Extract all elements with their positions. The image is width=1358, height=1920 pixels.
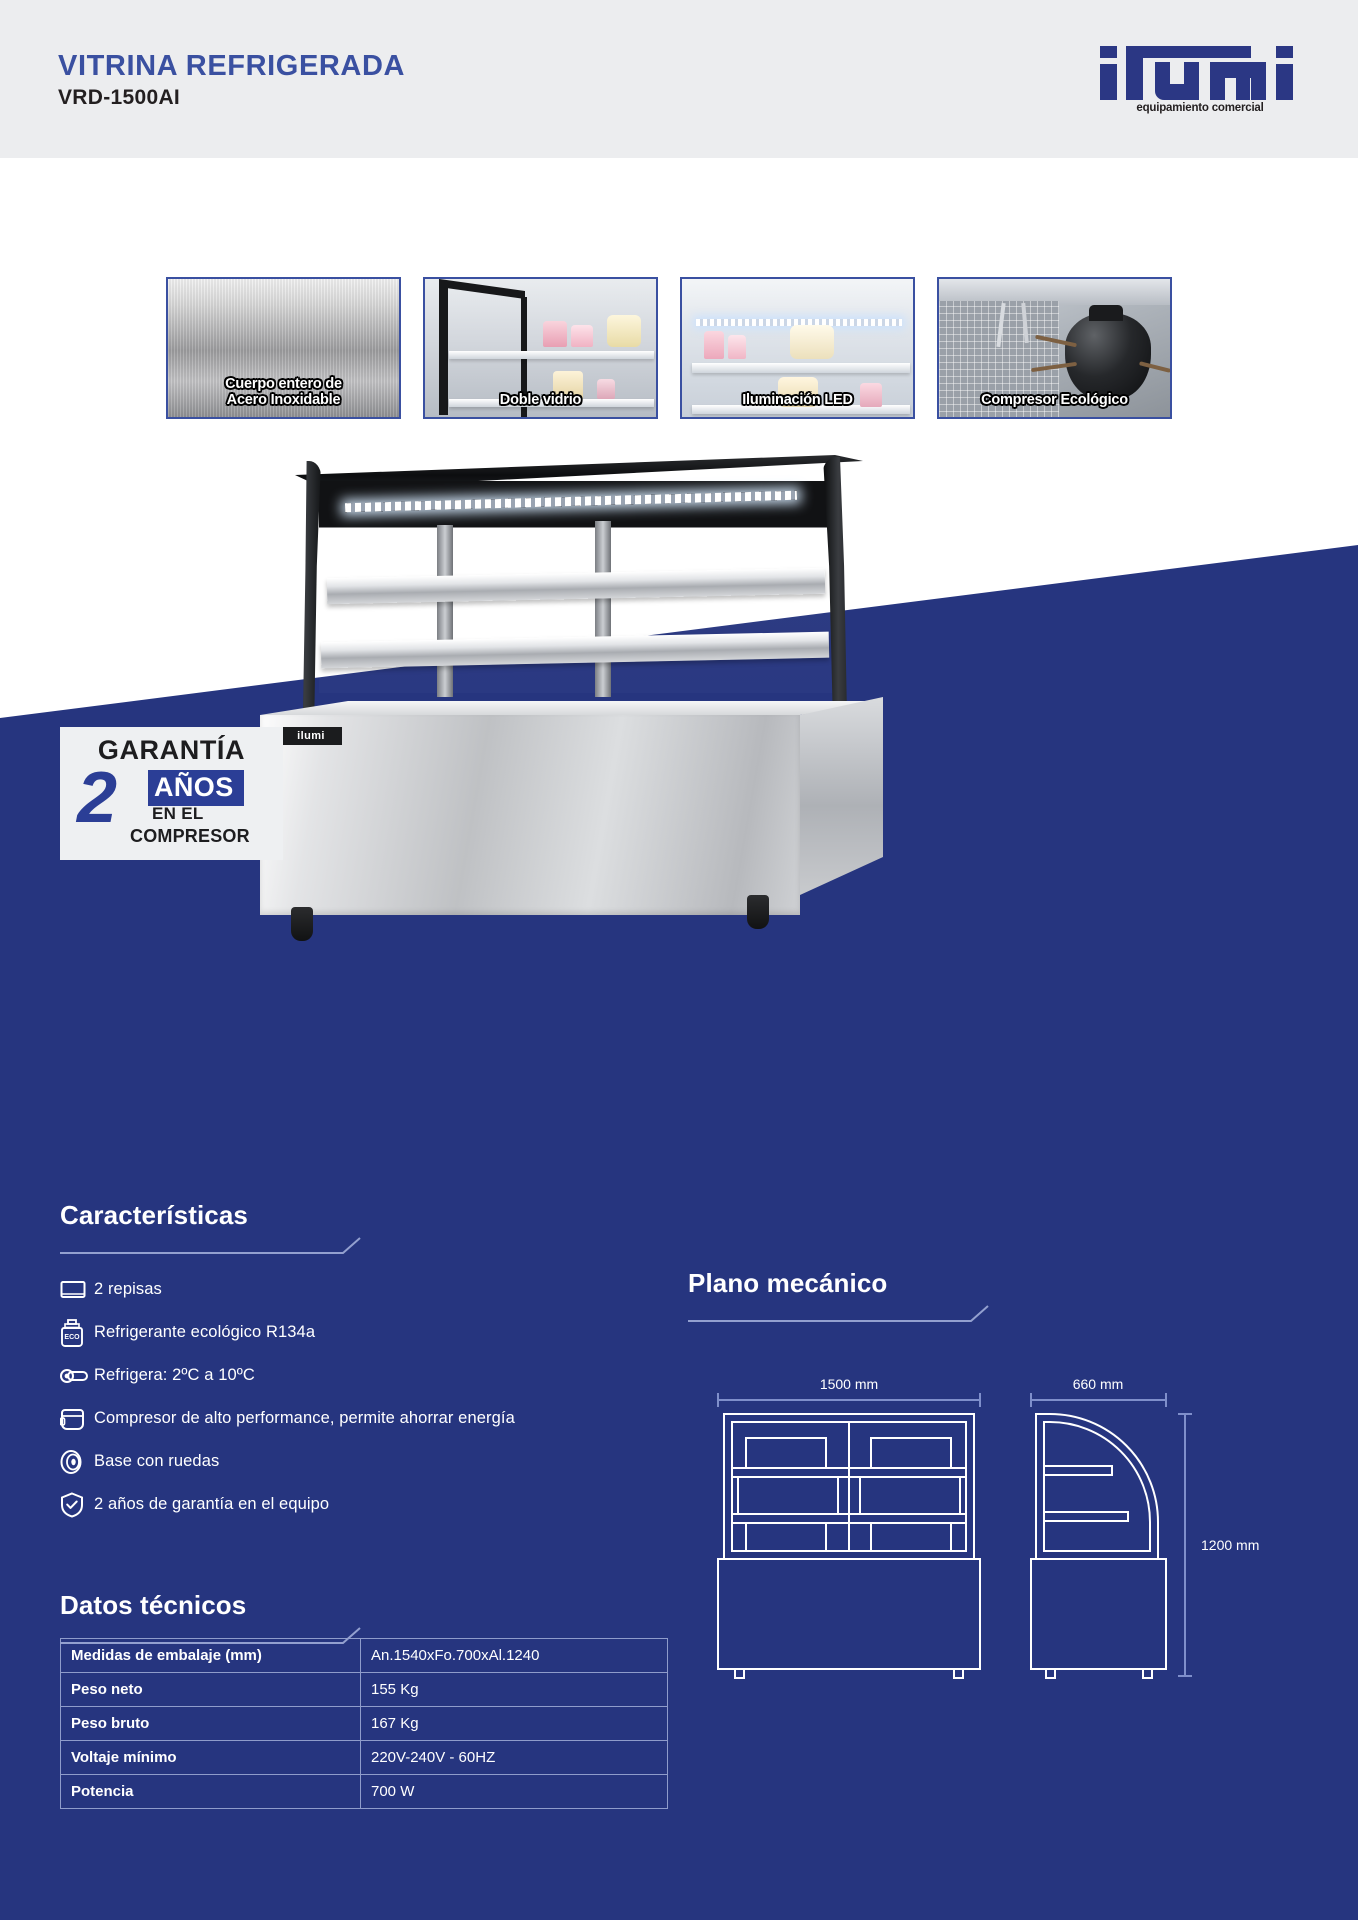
- feature-item: Refrigera: 2ºC a 10ºC: [60, 1354, 680, 1397]
- page-header: VITRINA REFRIGERADA VRD-1500AI: [0, 0, 1358, 158]
- feature-label: 2 años de garantía en el equipo: [94, 1495, 330, 1513]
- case-back-post: [595, 521, 611, 697]
- heading-rule: [60, 1627, 380, 1649]
- wheel-icon: [60, 1449, 94, 1475]
- page-title: VITRINA REFRIGERADA: [58, 50, 406, 82]
- thumbnail-eco-compressor: Compresor Ecológico: [937, 277, 1172, 419]
- shelf-icon: [60, 1279, 94, 1301]
- warranty-years-label: AÑOS: [148, 770, 244, 806]
- spec-key: Potencia: [60, 1774, 361, 1809]
- warranty-scope-prefix: EN EL: [152, 804, 204, 823]
- heading-rule: [60, 1237, 380, 1259]
- cabinet-side-panel: [800, 697, 883, 895]
- cabinet-brand-plate: ilumi: [280, 727, 342, 745]
- cabinet-top-surface: [260, 701, 883, 715]
- thumbnail-stainless-steel: Cuerpo entero de Acero Inoxidable: [166, 277, 401, 419]
- thumbnail-caption: Doble vidrio: [499, 392, 582, 409]
- svg-text:ECO: ECO: [64, 1334, 80, 1341]
- thumbnail-caption: Iluminación LED: [742, 392, 853, 409]
- warranty-scope-target: COMPRESOR: [130, 826, 250, 846]
- shield-check-icon: [60, 1491, 94, 1518]
- warranty-title: GARANTÍA: [97, 735, 246, 765]
- feature-item: 2 años de garantía en el equipo: [60, 1483, 680, 1526]
- product-model-number: VRD-1500AI: [58, 86, 181, 110]
- mechanical-drawing-svg: 1500 mm 660 mm 1200 mm: [717, 1376, 1259, 1679]
- spec-key: Peso bruto: [60, 1706, 361, 1741]
- stainless-steel-texture-icon: [168, 279, 399, 417]
- eco-refrigerant-icon: ECO: [60, 1318, 94, 1347]
- feature-label: 2 repisas: [94, 1280, 162, 1298]
- thumbnail-caption: Compresor Ecológico: [981, 392, 1128, 409]
- heading-rule-icon: [688, 1305, 989, 1322]
- ilumi-logotype-icon: [1100, 40, 1300, 100]
- caster-wheel: [291, 907, 313, 941]
- thermometer-icon: [60, 1367, 94, 1385]
- features-heading-block: Características: [60, 1200, 380, 1259]
- display-case-glass-section: [277, 455, 877, 717]
- plano-heading: Plano mecánico: [688, 1268, 888, 1298]
- warranty-body: 2 AÑOS EN EL COMPRESOR: [60, 762, 283, 846]
- feature-label: Base con ruedas: [94, 1452, 220, 1470]
- brand-logo: equipamiento comercial: [1100, 40, 1300, 122]
- tech-specs-table: Medidas de embalaje (mm) An.1540xFo.700x…: [60, 1638, 668, 1809]
- tech-heading: Datos técnicos: [60, 1590, 247, 1620]
- feature-item: Base con ruedas: [60, 1440, 680, 1483]
- feature-label: Refrigerante ecológico R134a: [94, 1323, 316, 1341]
- led-lighting-photo-icon: [682, 279, 913, 417]
- heading-rule: [688, 1305, 1008, 1327]
- product-photo: ilumi: [255, 455, 1055, 941]
- spec-value: 155 Kg: [360, 1672, 668, 1707]
- thumbnail-led-lighting: Iluminación LED: [680, 277, 915, 419]
- table-row: Voltaje mínimo 220V-240V - 60HZ: [60, 1740, 668, 1775]
- table-row: Peso bruto 167 Kg: [60, 1706, 668, 1741]
- eco-compressor-photo-icon: [939, 279, 1170, 417]
- plano-heading-block: Plano mecánico: [688, 1268, 1008, 1327]
- dim-height-label: 1200 mm: [1201, 1537, 1259, 1553]
- feature-label: Refrigera: 2ºC a 10ºC: [94, 1366, 255, 1384]
- caster-wheel: [747, 895, 769, 929]
- spec-value: 220V-240V - 60HZ: [360, 1740, 668, 1775]
- dim-width-label: 1500 mm: [820, 1376, 878, 1392]
- thumbnail-caption-line1: Cuerpo entero de: [225, 375, 342, 392]
- case-left-pillar: [303, 461, 321, 711]
- table-row: Peso neto 155 Kg: [60, 1672, 668, 1707]
- thumbnail-caption: Cuerpo entero de Acero Inoxidable: [168, 376, 399, 409]
- double-glass-photo-icon: [425, 279, 656, 417]
- thumbnail-double-glass: Doble vidrio: [423, 277, 658, 419]
- table-row: Potencia 700 W: [60, 1774, 668, 1809]
- heading-rule-icon: [60, 1237, 361, 1254]
- warranty-badge: GARANTÍA 2 AÑOS EN EL COMPRESOR: [60, 727, 283, 860]
- feature-item: 2 repisas: [60, 1268, 680, 1311]
- warranty-years-number: 2: [77, 758, 118, 838]
- feature-label: Compresor de alto performance, permite a…: [94, 1409, 515, 1427]
- spec-key: Voltaje mínimo: [60, 1740, 361, 1775]
- case-back-post: [437, 525, 453, 697]
- heading-rule-icon: [60, 1627, 361, 1644]
- feature-item: ECO Refrigerante ecológico R134a: [60, 1311, 680, 1354]
- tech-specs-block: Datos técnicos Medidas de embalaje (mm) …: [60, 1590, 680, 1809]
- header-titles: VITRINA REFRIGERADA VRD-1500AI: [58, 50, 405, 110]
- dim-depth-label: 660 mm: [1073, 1376, 1124, 1392]
- spec-value: 167 Kg: [360, 1706, 668, 1741]
- tech-heading-block: Datos técnicos: [60, 1590, 380, 1649]
- feature-item: Compresor de alto performance, permite a…: [60, 1397, 680, 1440]
- spec-value: 700 W: [360, 1774, 668, 1809]
- spec-value: An.1540xFo.700xAl.1240: [360, 1638, 668, 1673]
- features-heading: Características: [60, 1200, 248, 1230]
- thumbnail-caption-line2: Acero Inoxidable: [226, 392, 341, 409]
- brand-tagline: equipamiento comercial: [1136, 102, 1264, 114]
- features-list: 2 repisas ECO Refrigerante ecológico R13…: [60, 1268, 680, 1526]
- spec-key: Peso neto: [60, 1672, 361, 1707]
- compressor-icon: [60, 1406, 94, 1432]
- cabinet-front-panel: [260, 715, 800, 915]
- feature-thumbnail-strip: Cuerpo entero de Acero Inoxidable Doble …: [166, 277, 1188, 419]
